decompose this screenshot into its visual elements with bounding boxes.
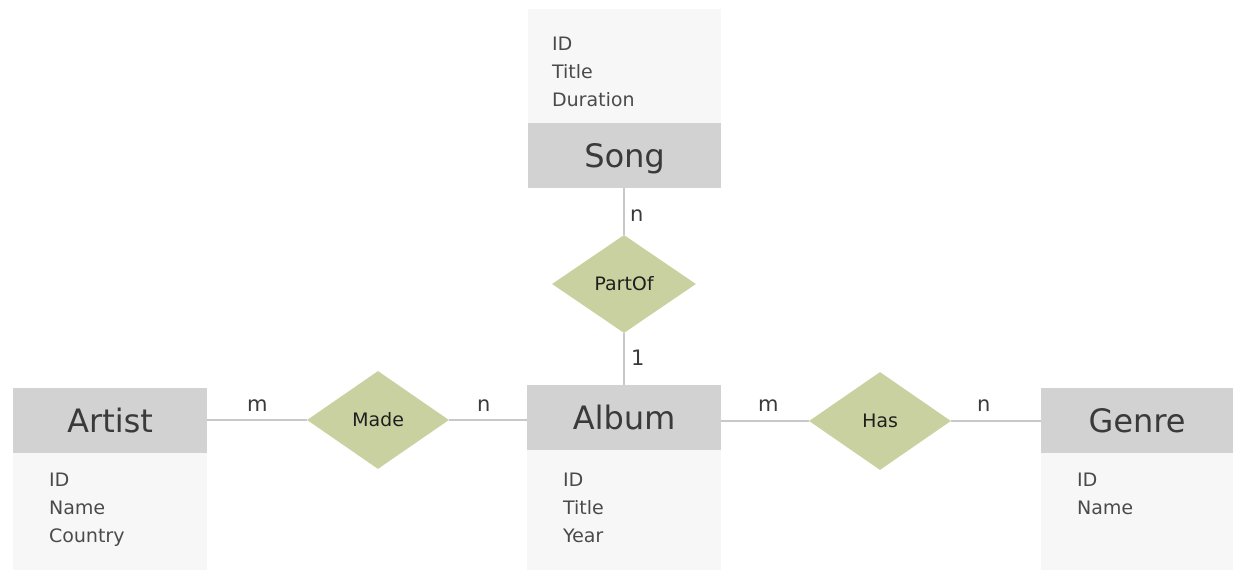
cardinality-song-partof: n bbox=[630, 202, 644, 226]
made-diamond bbox=[307, 371, 449, 469]
relationship-partof[interactable]: PartOf bbox=[552, 235, 696, 333]
entity-song-name: Song bbox=[584, 136, 665, 175]
entity-genre-name: Genre bbox=[1088, 401, 1186, 440]
artist-attr-id: ID bbox=[49, 469, 70, 491]
partof-diamond bbox=[552, 235, 696, 333]
entity-artist[interactable]: Artist bbox=[13, 388, 207, 453]
genre-attr-id: ID bbox=[1077, 469, 1098, 491]
artist-attributes: ID Name Country bbox=[13, 453, 207, 570]
album-attr-year: Year bbox=[563, 525, 604, 547]
album-attr-id: ID bbox=[563, 469, 584, 491]
song-attr-id: ID bbox=[552, 33, 573, 55]
relationship-made-label: Made bbox=[352, 409, 404, 431]
song-attr-title: Title bbox=[552, 61, 593, 83]
artist-attr-name: Name bbox=[49, 497, 106, 519]
entity-album[interactable]: Album bbox=[527, 385, 721, 450]
cardinality-has-genre: n bbox=[977, 392, 991, 416]
entity-song[interactable]: Song bbox=[528, 123, 721, 188]
has-diamond bbox=[809, 372, 951, 470]
album-attributes: ID Title Year bbox=[527, 450, 721, 570]
relationship-has-label: Has bbox=[862, 410, 898, 432]
song-attr-duration: Duration bbox=[552, 89, 635, 111]
cardinality-partof-album: 1 bbox=[631, 346, 645, 370]
cardinality-artist-made: m bbox=[247, 392, 268, 416]
song-attributes: ID Title Duration bbox=[528, 9, 721, 123]
album-attr-title: Title bbox=[563, 497, 604, 519]
cardinality-album-has: m bbox=[758, 392, 779, 416]
genre-attr-name: Name bbox=[1077, 497, 1134, 519]
cardinality-made-album: n bbox=[477, 392, 491, 416]
entity-genre[interactable]: Genre bbox=[1041, 388, 1233, 453]
relationship-partof-label: PartOf bbox=[594, 273, 654, 295]
relationship-has[interactable]: Has bbox=[809, 372, 951, 470]
artist-attr-country: Country bbox=[49, 525, 125, 547]
entity-artist-name: Artist bbox=[67, 401, 153, 440]
relationship-made[interactable]: Made bbox=[307, 371, 449, 469]
genre-attributes: ID Name bbox=[1041, 453, 1233, 570]
entity-album-name: Album bbox=[572, 398, 676, 437]
